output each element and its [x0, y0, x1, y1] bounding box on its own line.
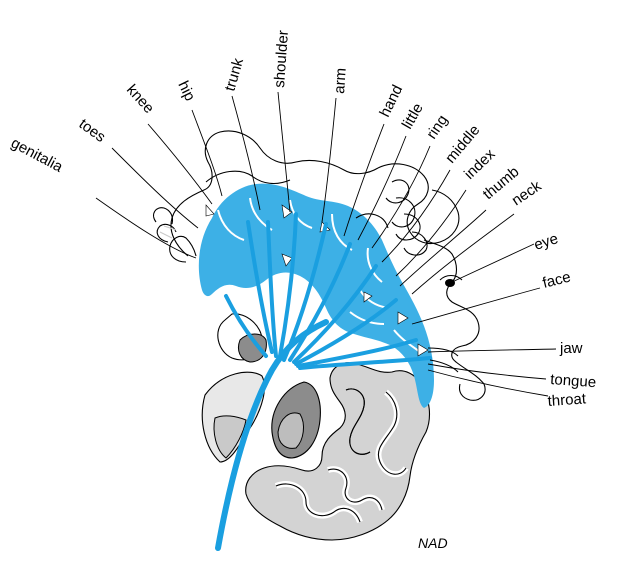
label-shoulder: shoulder: [271, 30, 292, 89]
label-throat: throat: [547, 390, 587, 410]
label-hand: hand: [376, 82, 406, 119]
label-little: little: [399, 100, 427, 132]
label-trunk: trunk: [222, 56, 248, 93]
label-knee: knee: [123, 81, 157, 117]
temporal-lobe: [246, 363, 430, 540]
label-eye: eye: [532, 230, 560, 254]
label-hip: hip: [174, 78, 198, 103]
label-ring: ring: [423, 112, 451, 142]
label-arm: arm: [331, 67, 350, 94]
label-tongue: tongue: [550, 371, 597, 391]
label-jaw: jaw: [559, 340, 583, 357]
label-face: face: [541, 269, 573, 292]
label-genitalia: genitalia: [8, 135, 66, 177]
artist-signature: NAD: [418, 535, 448, 551]
label-toes: toes: [76, 115, 109, 145]
